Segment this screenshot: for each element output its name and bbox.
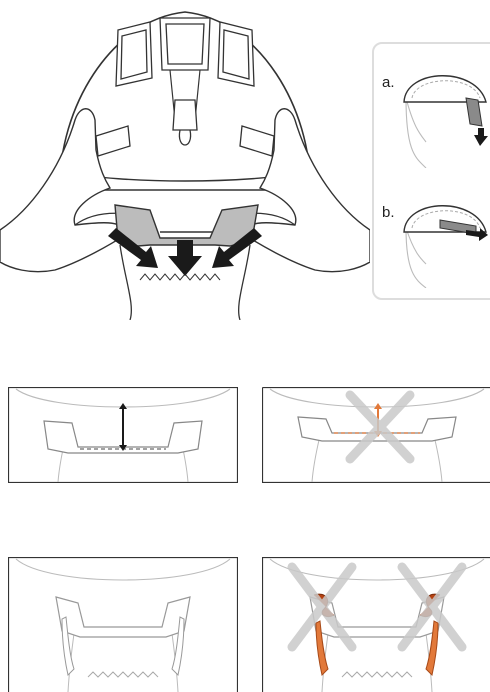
panel-incorrect-height bbox=[262, 387, 490, 483]
headband bbox=[56, 597, 190, 637]
main-helmet-illustration bbox=[0, 0, 370, 320]
inset-label-b: b. bbox=[382, 204, 395, 221]
panel-correct-height bbox=[8, 387, 238, 483]
arrow-icon bbox=[474, 128, 488, 146]
inset-b-illustration bbox=[396, 188, 490, 288]
hair-line bbox=[140, 274, 220, 280]
head-profile bbox=[406, 228, 426, 288]
inset-label-a: a. bbox=[382, 74, 395, 91]
x-mark-icon bbox=[350, 395, 410, 459]
inset-a-illustration bbox=[396, 58, 490, 168]
headband-adjuster bbox=[115, 205, 258, 246]
panel-correct-fit bbox=[8, 557, 238, 692]
panel-incorrect-fit bbox=[262, 557, 490, 692]
lamp-clip bbox=[173, 100, 197, 130]
head-profile bbox=[406, 98, 426, 168]
